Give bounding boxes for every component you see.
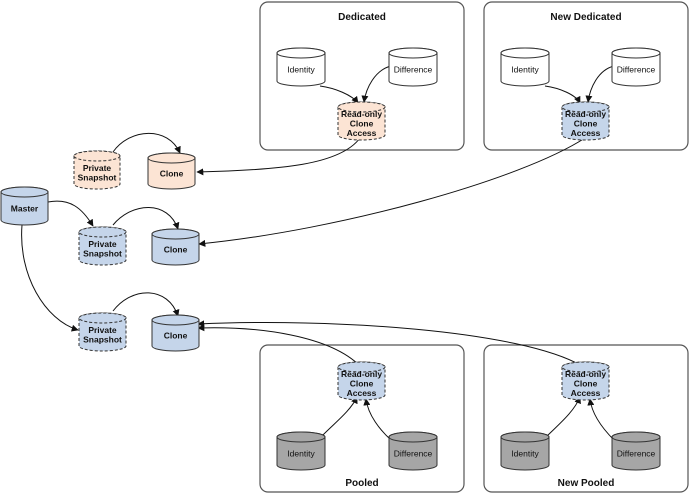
disk-top	[78, 312, 127, 324]
disk-top	[151, 314, 200, 326]
disk-top	[151, 228, 200, 240]
disk-top	[276, 431, 326, 443]
disk-label: Clone	[164, 245, 188, 255]
disk-label: Read-only	[565, 109, 606, 119]
disk-label: Master	[11, 204, 39, 214]
arrow-new-dedicated-difference-to-readonly	[585, 65, 615, 103]
disk-top	[73, 150, 121, 162]
disk-top	[0, 186, 49, 198]
disk-label: Read-only	[341, 109, 382, 119]
disk-top	[561, 101, 610, 113]
disk-top	[147, 152, 196, 164]
disk-label: Access	[571, 128, 601, 138]
arrow-snapshot1-to-clone1	[112, 132, 181, 154]
disk-top	[388, 431, 438, 443]
disk-label: Read-only	[565, 369, 606, 379]
arrow-new-pooled-identity-to-readonly	[544, 396, 581, 439]
arrow-snapshot2-to-clone2	[112, 207, 180, 230]
disk-label: Access	[571, 388, 601, 398]
group-title-new-pooled: New Pooled	[558, 478, 615, 489]
disk-label: Difference	[394, 65, 433, 75]
disk-label: Identity	[287, 65, 315, 75]
arrow-new-pooled-readonly-to-clone3	[197, 320, 583, 367]
disk-label: Clone	[574, 379, 598, 389]
disk-top	[611, 431, 661, 443]
arrow-new-dedicated-readonly-to-clone2	[198, 137, 586, 247]
disk-label: Read-only	[341, 369, 382, 379]
arrow-new-pooled-difference-to-readonly	[587, 398, 615, 441]
arrow-new-dedicated-identity-to-readonly	[544, 85, 581, 104]
disk-dedicated-identity: Identity	[276, 47, 326, 87]
disk-new-pooled-identity: Identity	[500, 431, 550, 471]
arrow-dedicated-identity-to-readonly	[319, 85, 359, 104]
disk-label: Clone	[160, 169, 184, 179]
disk-label: Identity	[287, 449, 315, 459]
arrow-master-to-snapshot2	[47, 200, 94, 227]
disk-label: Access	[347, 388, 377, 398]
disk-label: Difference	[617, 65, 656, 75]
group-title-dedicated: Dedicated	[338, 12, 386, 23]
disk-top	[337, 361, 386, 373]
disk-dedicated-difference: Difference	[388, 47, 438, 87]
disk-label: Identity	[511, 449, 539, 459]
disk-label: Identity	[511, 65, 539, 75]
disk-new-pooled-difference: Difference	[611, 431, 661, 471]
disk-pooled-identity: Identity	[276, 431, 326, 471]
disk-top	[500, 431, 550, 443]
disk-top	[500, 47, 550, 59]
group-title-pooled: Pooled	[345, 478, 378, 489]
group-new-dedicated: New Dedicated	[483, 1, 689, 151]
disk-pooled-difference: Difference	[388, 431, 438, 471]
disk-label: Clone	[164, 331, 188, 341]
disk-top	[276, 47, 326, 59]
disk-label: Snapshot	[78, 172, 117, 182]
group-title-new-dedicated: New Dedicated	[550, 12, 621, 23]
arrow-master-to-snapshot3	[21, 224, 79, 332]
disk-label: Access	[347, 128, 377, 138]
disk-label: Snapshot	[83, 334, 122, 344]
disk-new-dedicated-difference: Difference	[611, 47, 661, 87]
disk-label: Clone	[350, 379, 374, 389]
group-dedicated: Dedicated	[259, 1, 465, 151]
disk-label: Private	[88, 239, 117, 249]
disk-clone-1: Clone	[147, 152, 196, 190]
arrow-pooled-readonly-to-clone3	[197, 324, 361, 367]
disk-label: Private	[83, 163, 112, 173]
disk-label: Clone	[350, 119, 374, 129]
disk-new-dedicated-identity: Identity	[500, 47, 550, 87]
disk-master: Master	[0, 186, 49, 226]
disk-label: Difference	[394, 449, 433, 459]
disk-top	[388, 47, 438, 59]
disk-clone-2: Clone	[151, 228, 200, 266]
disk-label: Difference	[617, 449, 656, 459]
disk-label: Clone	[574, 119, 598, 129]
disk-label: Snapshot	[83, 248, 122, 258]
disk-label: Private	[88, 325, 117, 335]
arrow-dedicated-readonly-to-clone1	[196, 137, 361, 176]
disk-top	[78, 226, 127, 238]
disk-top	[337, 101, 386, 113]
disk-clone-3: Clone	[151, 314, 200, 352]
disk-top	[561, 361, 610, 373]
disk-top	[611, 47, 661, 59]
arrow-dedicated-difference-to-readonly	[361, 65, 392, 103]
arrow-pooled-difference-to-readonly	[363, 398, 392, 441]
arrow-snapshot3-to-clone3	[112, 292, 180, 317]
